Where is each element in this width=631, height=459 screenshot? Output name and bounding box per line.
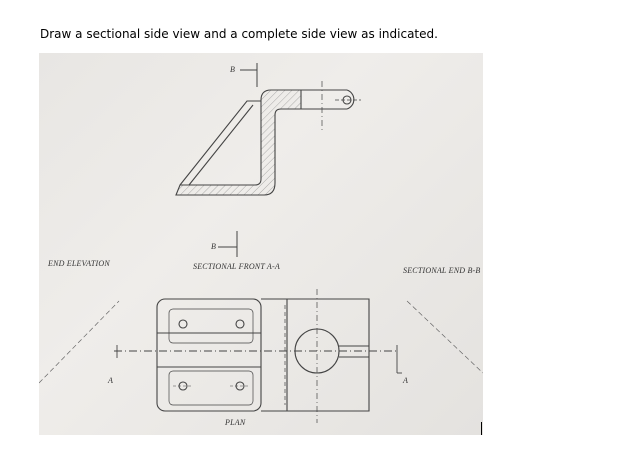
technical-drawing <box>39 63 483 423</box>
sectional-front-label: SECTIONAL FRONT A-A <box>193 262 280 271</box>
cut-b-top-label: B <box>230 65 236 74</box>
cut-a-right-label: A <box>403 376 409 385</box>
text-cursor <box>481 422 482 435</box>
cutting-plane-a <box>114 345 402 374</box>
end-elevation-label: END ELEVATION <box>48 259 110 268</box>
sectional-end-label: SECTIONAL END B-B <box>403 266 481 275</box>
rib-outline <box>179 100 261 186</box>
plan-view <box>156 289 370 423</box>
instruction-text: Draw a sectional side view and a complet… <box>40 27 438 41</box>
sectional-front-view <box>175 81 361 196</box>
projection-lines <box>39 300 483 384</box>
cutting-plane-b <box>218 63 258 257</box>
cut-b-bottom-label: B <box>211 242 217 251</box>
hatched-section <box>175 89 302 196</box>
drawing-photo: END ELEVATION SECTIONAL FRONT A-A SECTIO… <box>39 53 483 435</box>
cut-a-left-label: A <box>108 376 114 385</box>
plan-label: PLAN <box>225 418 246 427</box>
